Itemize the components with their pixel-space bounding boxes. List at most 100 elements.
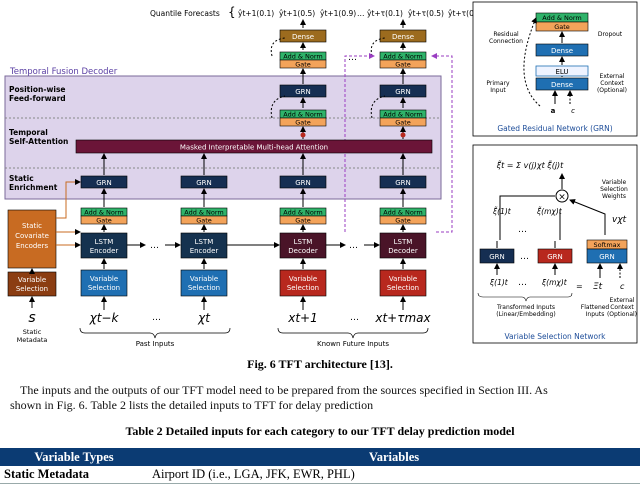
- svg-text:Selection: Selection: [387, 284, 419, 292]
- svg-text:…: …: [349, 241, 358, 251]
- grn-panel-elu: ELU: [555, 68, 568, 76]
- vsn-grn-1: GRN: [489, 253, 505, 261]
- svg-text:Selection: Selection: [88, 284, 120, 292]
- static-enrichment-grns: GRN GRN GRN GRN: [80, 153, 427, 189]
- gate-label: Gate: [395, 119, 411, 127]
- forecast-label-1: ŷt+1(0.1): [238, 9, 274, 18]
- static-metadata-label-2: Metadata: [17, 336, 48, 344]
- vsn-Xi-t: Ξt: [593, 282, 603, 292]
- svg-text:Residual: Residual: [493, 31, 519, 38]
- svg-text:Variable: Variable: [190, 275, 218, 283]
- svg-text:Weights: Weights: [602, 193, 626, 200]
- grn-label: GRN: [295, 179, 311, 187]
- svg-text:Selection: Selection: [287, 284, 319, 292]
- svg-text:Variable: Variable: [602, 179, 627, 186]
- gate-label: Gate: [395, 217, 411, 225]
- variable-selection-blocks: Variable Selection Variable Selection Va…: [80, 258, 427, 310]
- vsn-ellipsis-bottom: …: [518, 278, 527, 288]
- forecast-label-3: ŷt+1(0.9): [320, 9, 356, 18]
- grn-label: GRN: [395, 179, 411, 187]
- table-header-variables: Variables: [148, 448, 640, 466]
- svg-text:Encoders: Encoders: [16, 242, 49, 250]
- svg-text:Encoder: Encoder: [90, 247, 119, 255]
- table-row: Static Metadata Airport ID (i.e., LGA, J…: [0, 466, 640, 484]
- stack-ellipsis: …: [348, 53, 357, 63]
- svg-text:Context: Context: [600, 80, 624, 87]
- vsn-eq: =: [576, 282, 583, 291]
- svg-text:Inputs: Inputs: [586, 311, 605, 318]
- svg-text:Connection: Connection: [489, 38, 523, 45]
- grn-label: GRN: [395, 88, 411, 96]
- vsn-c: c: [620, 282, 625, 291]
- label-pos-ff-2: Feed-forward: [9, 94, 66, 103]
- svg-text:(Optional): (Optional): [607, 311, 637, 318]
- vsn-formula: ξ̃t = Σ v(j)χt ξ̃(j)t: [496, 160, 565, 170]
- vsn-ellipsis-mid: …: [520, 252, 529, 262]
- vsn-ellipsis-top: …: [518, 225, 527, 235]
- svg-text:Variable: Variable: [90, 275, 118, 283]
- grn-panel-a: a: [551, 107, 556, 115]
- forecast-label-4: ŷt+τ(0.1): [367, 9, 403, 18]
- vsn-grn-3: GRN: [599, 253, 615, 261]
- lstm-gates: Add & Norm Gate Add & Norm Gate Add & No…: [80, 188, 427, 225]
- grn-panel-addnorm: Add & Norm: [542, 14, 582, 22]
- tft-architecture-figure: Temporal Fusion Decoder Position-wise Fe…: [4, 1, 638, 348]
- svg-text:(Linear/Embedding): (Linear/Embedding): [496, 311, 555, 318]
- forecast-label-5: ŷt+τ(0.5): [408, 9, 444, 18]
- vsn-xi-mx: ξ(mχ)t: [541, 278, 568, 287]
- dense-label: Dense: [392, 33, 414, 41]
- table-cell-type: Static Metadata: [0, 466, 148, 484]
- add-norm-label: Add & Norm: [383, 111, 423, 119]
- add-norm-label: Add & Norm: [184, 209, 224, 217]
- dense-label: Dense: [292, 33, 314, 41]
- grn-panel-c: c: [571, 107, 575, 115]
- static-covariate-encoders: [7, 209, 57, 269]
- label-static-enrich-2: Enrichment: [9, 183, 58, 192]
- grn-panel-gate: Gate: [554, 23, 570, 31]
- vsn-vxt: vχt: [612, 215, 627, 225]
- grn-panel-title: Gated Residual Network (GRN): [497, 124, 612, 133]
- svg-text:Selection: Selection: [16, 285, 48, 293]
- input-ellipsis-future: …: [350, 313, 359, 323]
- svg-text:Variable: Variable: [289, 275, 317, 283]
- svg-text:Selection: Selection: [188, 284, 220, 292]
- add-norm-label: Add & Norm: [383, 209, 423, 217]
- svg-text:Decoder: Decoder: [288, 247, 318, 255]
- table-cell-variables: Airport ID (i.e., LGA, JFK, EWR, PHL): [148, 466, 640, 484]
- svg-text:Decoder: Decoder: [388, 247, 418, 255]
- svg-text:Variable: Variable: [389, 275, 417, 283]
- svg-text:Flattened: Flattened: [581, 304, 610, 311]
- svg-text:LSTM: LSTM: [294, 238, 313, 246]
- add-norm-label: Add & Norm: [383, 53, 423, 61]
- grn-label: GRN: [295, 88, 311, 96]
- add-norm-label: Add & Norm: [283, 53, 323, 61]
- input-x-t1: xt+1: [287, 311, 318, 325]
- attention-label: Masked Interpretable Multi-head Attentio…: [180, 144, 328, 152]
- svg-text:Input: Input: [490, 87, 506, 94]
- svg-text:External: External: [610, 297, 635, 304]
- svg-text:Covariate: Covariate: [15, 232, 49, 240]
- input-x-tk: χt−k: [89, 311, 120, 325]
- gate-label: Gate: [395, 61, 411, 69]
- paragraph-line-2: shown in Fig. 6. Table 2 lists the detai…: [10, 398, 374, 412]
- vsn-xi-1: ξ(1)t: [489, 278, 509, 287]
- svg-text:Encoder: Encoder: [190, 247, 219, 255]
- output-stack-1: Dense Add & Norm Gate GRN Add & Norm Gat…: [270, 19, 327, 139]
- grn-panel: Add & Norm Gate Dense ELU Dense Residual…: [472, 1, 638, 137]
- known-future-inputs-label: Known Future Inputs: [317, 340, 389, 348]
- lstm-decoder-1: [279, 232, 327, 259]
- grn-panel-dense1: Dense: [551, 47, 573, 55]
- svg-text:…: …: [150, 241, 159, 251]
- svg-text:(Optional): (Optional): [597, 87, 627, 94]
- vsn-grn-2: GRN: [547, 253, 563, 261]
- static-metadata-label-1: Static: [23, 328, 42, 336]
- svg-text:×: ×: [558, 193, 566, 203]
- lstm-blocks: LSTM Encoder LSTM Encoder LSTM Decoder L…: [80, 224, 427, 259]
- grn-panel-dense2: Dense: [551, 81, 573, 89]
- gate-label: Gate: [295, 61, 311, 69]
- vsn-xi-tilde-1: ξ̃(1)t: [492, 207, 512, 216]
- past-inputs-label: Past Inputs: [136, 340, 175, 348]
- table-caption: Table 2 Detailed inputs for each categor…: [125, 424, 515, 438]
- inputs-table: Variable Types Variables Static Metadata…: [0, 448, 640, 484]
- svg-text:Static: Static: [22, 222, 42, 230]
